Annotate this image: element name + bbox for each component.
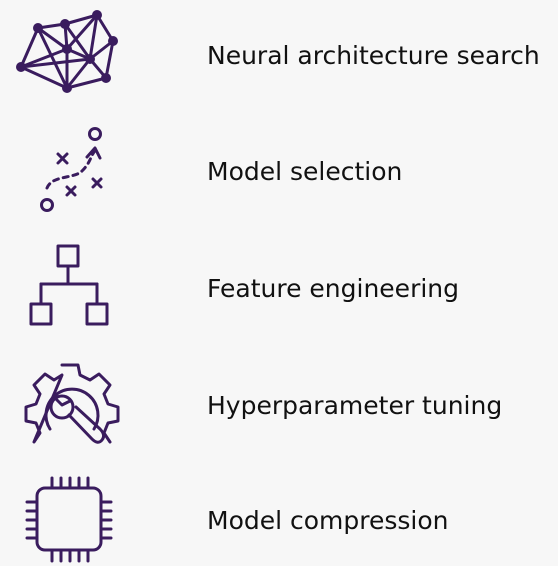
hierarchy-icon	[29, 244, 109, 326]
list-item-model-selection: Model selection	[0, 123, 558, 223]
item-label: Hyperparameter tuning	[207, 391, 503, 420]
chip-icon	[25, 476, 113, 563]
strategy-play-icon	[40, 127, 103, 212]
list-item-model-compression: Model compression	[0, 470, 558, 566]
item-label: Feature engineering	[207, 274, 460, 303]
item-label: Neural architecture search	[207, 41, 540, 70]
item-label: Model selection	[207, 157, 403, 186]
list-item-hyperparameter-tuning: Hyperparameter tuning	[0, 357, 558, 457]
item-label: Model compression	[207, 506, 449, 535]
list-item-feature-engineering: Feature engineering	[0, 240, 558, 340]
gear-wrench-icon	[24, 363, 120, 444]
list-item-neural-architecture-search: Neural architecture search	[0, 5, 558, 105]
neural-network-icon	[16, 10, 118, 93]
